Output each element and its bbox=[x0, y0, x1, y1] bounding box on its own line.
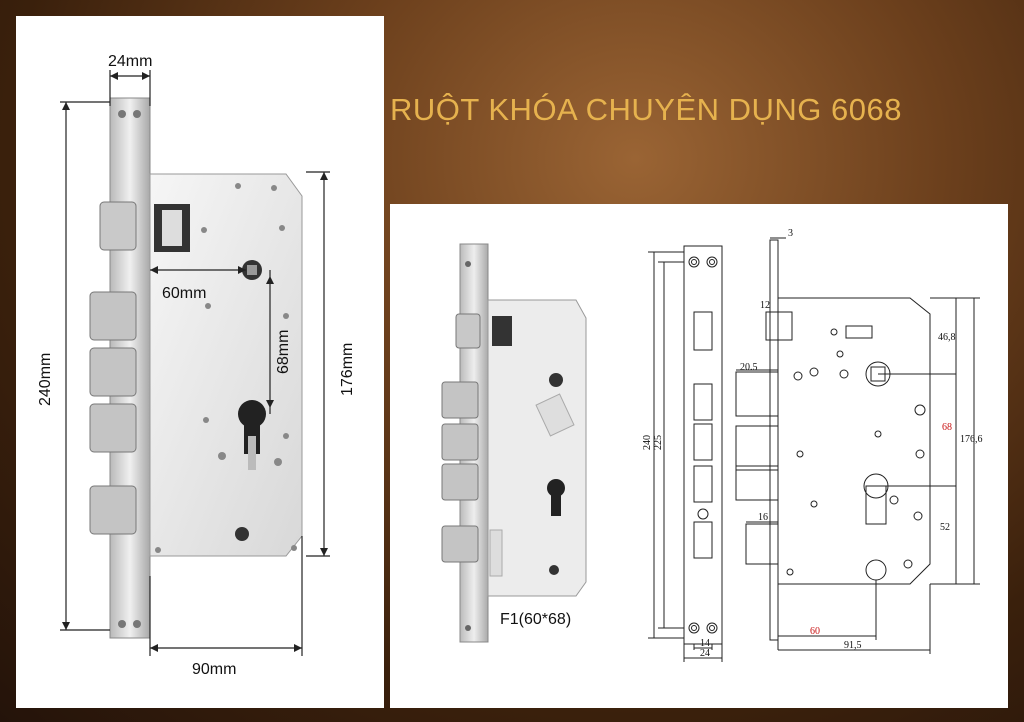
dim-lower: 52 bbox=[940, 522, 950, 533]
lock-photo-small bbox=[441, 243, 587, 643]
right-drawing-panel: F1(60*68) 240 225 14 24 bbox=[390, 204, 1008, 708]
dim-upper: 46,8 bbox=[938, 332, 956, 343]
deadbolt-1 bbox=[89, 291, 137, 341]
dim-center-distance: 68mm bbox=[275, 330, 292, 374]
dim-top-width: 24mm bbox=[108, 53, 152, 70]
photo-caption: F1(60*68) bbox=[500, 611, 571, 628]
left-dimension-panel: 24mm 240mm 60mm 68mm 176mm 90mm bbox=[16, 16, 384, 708]
page-title: RUỘT KHÓA CHUYÊN DỤNG 6068 bbox=[390, 92, 902, 127]
technical-drawing: F1(60*68) 240 225 14 24 bbox=[441, 228, 983, 662]
deadbolt-4 bbox=[89, 485, 137, 535]
latch-bolt bbox=[99, 201, 137, 251]
dim-face-total: 240 bbox=[642, 435, 653, 450]
case-drawing bbox=[735, 237, 980, 654]
dim-width: 91,5 bbox=[844, 640, 862, 651]
dim-latch: 12 bbox=[760, 300, 770, 311]
dim-case-width: 90mm bbox=[192, 661, 236, 678]
dim-small-bolt: 16 bbox=[758, 512, 768, 523]
dim-center: 68 bbox=[942, 422, 952, 433]
dim-height: 176,6 bbox=[960, 434, 983, 445]
dim-top-offset: 3 bbox=[788, 228, 793, 239]
lock-photo-dimensioned: 24mm 240mm 60mm 68mm 176mm 90mm bbox=[37, 53, 356, 678]
dim-face-inner: 225 bbox=[653, 435, 664, 450]
dim-backset-drawing: 60 bbox=[810, 626, 820, 637]
dim-case-height: 176mm bbox=[339, 343, 356, 396]
dim-height-total: 240mm bbox=[37, 353, 54, 406]
dim-bolt: 20.5 bbox=[740, 362, 758, 373]
faceplate-drawing bbox=[648, 245, 723, 662]
dim-backset: 60mm bbox=[162, 285, 206, 302]
deadbolt-3 bbox=[89, 403, 137, 453]
deadbolt-2 bbox=[89, 347, 137, 397]
dim-face-width: 24 bbox=[700, 648, 710, 659]
dim-face-inner-width: 14 bbox=[700, 638, 710, 649]
